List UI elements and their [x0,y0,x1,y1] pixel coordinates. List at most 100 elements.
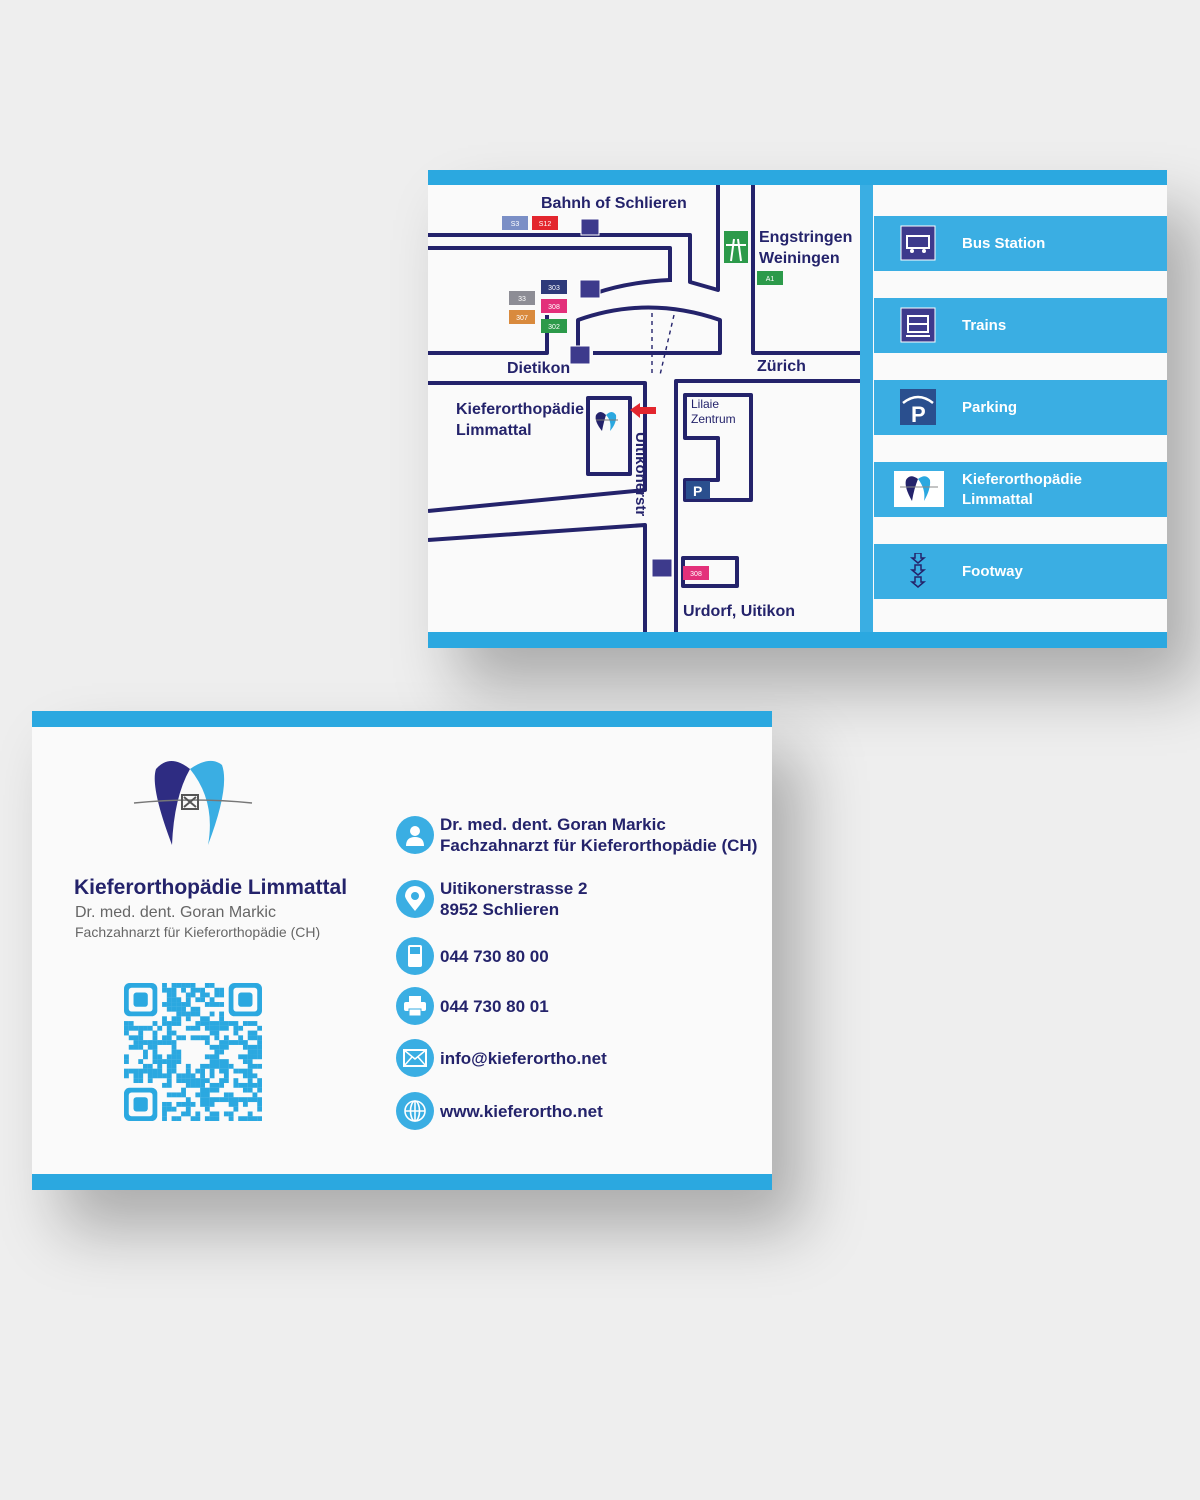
qr-module [195,1116,201,1121]
qr-module [138,1073,144,1079]
route-badge-label: A1 [766,276,775,283]
qr-module [190,1073,196,1079]
qr-module [143,1063,148,1069]
qr-module [209,1068,215,1074]
qr-module [223,1025,229,1031]
qr-module [238,1097,244,1103]
qr-module [124,1021,129,1026]
qr-module [233,1040,239,1045]
qr-module [247,1116,253,1121]
qr-module [219,1082,225,1088]
qr-module [181,1002,186,1007]
label-center: Lilaie [691,397,720,411]
qr-module [209,1021,215,1026]
qr-module [176,1073,182,1079]
qr-module [176,1116,182,1121]
qr-module [176,1011,182,1017]
divider-stripe [860,185,873,632]
qr-module [228,1021,234,1026]
qr-module [147,1068,153,1074]
route-badge [683,566,709,580]
qr-module [209,1025,215,1031]
contact-email[interactable]: info@kieferortho.net [396,1039,607,1077]
lilaie-zentrum-building [683,393,753,502]
qr-module [171,1068,177,1074]
qr-module [185,1025,191,1031]
qr-module [219,1059,225,1064]
qr-module [195,1082,201,1088]
qr-module [214,1063,220,1069]
qr-module [166,1092,172,1098]
qr-module [257,1097,262,1103]
qr-module [238,1035,244,1041]
contact-phone[interactable]: 044 730 80 00 [396,937,549,975]
qr-module [166,1040,172,1045]
qr-module [242,1097,248,1103]
label-dietikon: Dietikon [507,360,571,377]
road [428,246,672,282]
qr-module [195,1092,201,1098]
label-clinic-2: Limmattal [456,422,532,439]
qr-module [176,1078,182,1084]
qr-module [162,1002,167,1007]
specialty: Fachzahnarzt für Kieferorthopädie (CH) [75,924,321,940]
qr-module [214,1059,220,1064]
qr-module [185,1016,191,1022]
qr-module [247,1097,253,1103]
qr-module [200,997,205,1003]
qr-module [209,1059,215,1064]
qr-module [124,1059,129,1064]
qr-module [181,1011,186,1017]
road [428,381,647,513]
qr-module [219,1097,225,1103]
qr-module [195,1011,201,1017]
qr-module [233,1101,239,1107]
qr-module [200,1087,205,1093]
route-badge [541,280,567,294]
qr-module [219,1068,225,1074]
qr-module [247,1059,253,1064]
email-icon [396,1039,434,1077]
qr-module [152,1054,158,1060]
top-stripe [428,170,1167,185]
qr-module [257,1049,262,1055]
qr-module [247,1049,253,1055]
qr-module [128,1044,134,1050]
qr-module [147,1073,153,1079]
qr-module [228,1092,234,1098]
qr-module [247,1082,253,1088]
qr-module [166,1021,172,1026]
qr-module [147,1063,153,1069]
qr-module [238,1082,244,1088]
qr-module [209,1116,215,1121]
qr-module [252,1073,258,1079]
bottom-stripe [32,1174,772,1190]
train-icon [580,218,600,236]
qr-module [143,1025,148,1031]
qr-module [171,1054,177,1060]
route-badge [502,216,528,230]
qr-module [204,1002,210,1007]
qr-code[interactable] [124,983,262,1121]
qr-module [209,1063,215,1069]
label-engstringen: Engstringen [759,229,853,246]
qr-module [219,1063,225,1069]
road [751,185,860,355]
label-station: Bahnh of Schlieren [541,195,687,212]
qr-module [185,1097,191,1103]
qr-module [200,1063,205,1069]
qr-module [195,987,201,993]
contact-fax[interactable]: 044 730 80 01 [396,987,549,1025]
qr-module [190,1006,196,1012]
qr-module [128,1025,134,1031]
qr-module [181,1111,186,1117]
tooth-logo-icon [595,412,618,431]
qr-module [128,1035,134,1041]
qr-module [200,1101,205,1107]
route-badge-label: S3 [511,221,520,228]
contact-website[interactable]: www.kieferortho.net [396,1092,603,1130]
qr-module [171,1002,177,1007]
qr-module [247,1073,253,1079]
qr-module [219,1021,225,1026]
